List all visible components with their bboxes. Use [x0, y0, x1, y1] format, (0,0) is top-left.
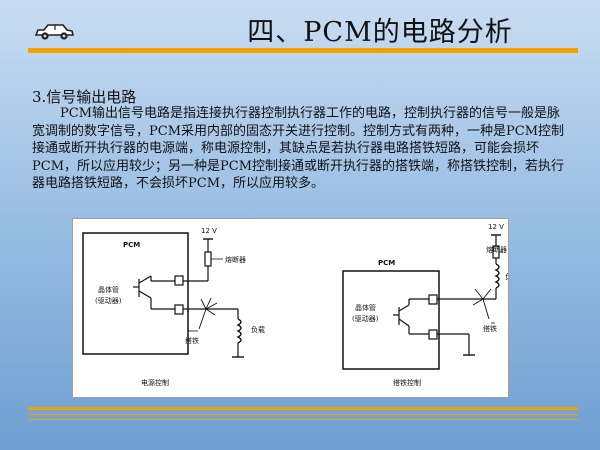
transistor-icon — [393, 298, 429, 335]
diagram-caption: 搭铁控制 — [393, 378, 421, 387]
circuit-diagrams: PCM 晶体管 (驱动器) 12 V 熔断器 — [82, 223, 508, 387]
footer-rule — [28, 407, 578, 410]
ground-label: 搭铁 — [483, 324, 497, 333]
ground-label: 搭铁 — [185, 336, 199, 345]
load-coil-icon — [236, 318, 242, 344]
footer-rule — [28, 414, 578, 415]
transistor-label: 晶体管 — [355, 303, 376, 312]
pcm-box — [82, 232, 189, 355]
circuit-diagram-panel: PCM 晶体管 (驱动器) 12 V 熔断器 — [72, 218, 509, 398]
car-logo-icon — [34, 24, 75, 40]
transistor-sub-label: (驱动器) — [95, 296, 122, 305]
diagram-caption: 电源控制 — [141, 378, 169, 387]
pcm-label: PCM — [378, 259, 395, 267]
fuse-label: 熔断器 — [486, 245, 507, 254]
voltage-label: 12 V — [488, 223, 504, 231]
load-label: 负载 — [251, 325, 265, 334]
title-underline — [28, 48, 578, 53]
section-heading: 3.信号输出电路 — [32, 88, 137, 106]
pcm-label: PCM — [123, 241, 140, 249]
fuse-icon — [204, 251, 212, 267]
transistor-sub-label: (驱动器) — [352, 314, 379, 323]
output-terminal-bottom — [174, 304, 184, 315]
ground-control-diagram: PCM 晶体管 (驱动器) 12 V 熔断器 — [342, 223, 508, 387]
slide-title: 四、PCM的电路分析 — [247, 17, 513, 48]
transistor-icon — [133, 275, 175, 310]
body-paragraph: PCM输出信号电路是指连接执行器控制执行器工作的电路，控制执行器的信号一般是脉宽… — [32, 106, 565, 191]
footer-rule — [28, 419, 578, 420]
voltage-label: 12 V — [201, 227, 217, 235]
transistor-label: 晶体管 — [98, 285, 119, 294]
fuse-label: 熔断器 — [225, 255, 246, 264]
power-control-diagram: PCM 晶体管 (驱动器) 12 V 熔断器 — [82, 227, 265, 387]
short-spark-icon — [198, 297, 218, 330]
pcm-box — [342, 270, 440, 370]
load-label: 负载 — [505, 272, 508, 281]
output-terminal-bottom — [428, 329, 438, 340]
short-spark-icon — [472, 288, 492, 320]
output-terminal-top — [428, 294, 438, 305]
load-coil-icon — [494, 263, 500, 289]
output-terminal-top — [174, 275, 184, 286]
